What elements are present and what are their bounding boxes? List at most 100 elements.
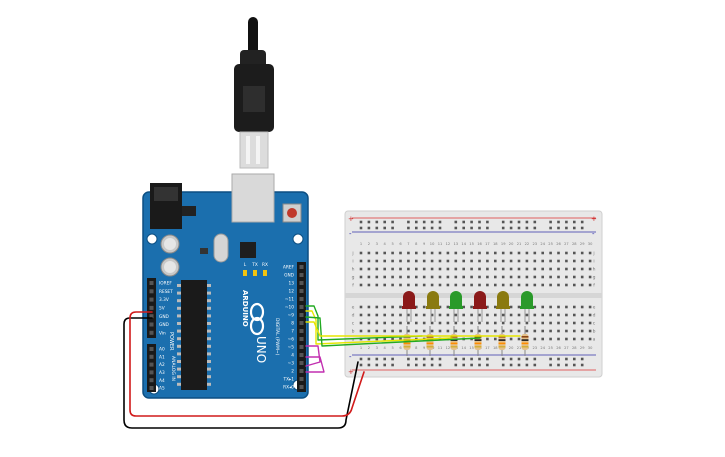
header-pin-hole[interactable] [149, 378, 154, 383]
breadboard-hole[interactable] [391, 305, 394, 309]
breadboard-hole[interactable] [383, 259, 386, 263]
breadboard-hole[interactable] [367, 321, 371, 325]
breadboard-hole[interactable] [367, 259, 371, 263]
breadboard-hole[interactable] [525, 251, 529, 255]
breadboard-hole[interactable] [486, 275, 489, 279]
breadboard-hole[interactable] [422, 321, 426, 325]
breadboard-hole[interactable] [415, 283, 418, 287]
header-pin-hole[interactable] [299, 297, 304, 301]
rail-hole[interactable] [375, 357, 379, 361]
breadboard-hole[interactable] [517, 313, 521, 317]
rail-hole[interactable] [478, 363, 481, 367]
breadboard-hole[interactable] [588, 275, 592, 279]
breadboard-hole[interactable] [478, 259, 481, 263]
breadboard-hole[interactable] [501, 283, 505, 287]
rail-hole[interactable] [359, 357, 363, 361]
usb-cable[interactable] [234, 17, 274, 169]
rail-hole[interactable] [438, 363, 442, 367]
breadboard-hole[interactable] [501, 267, 505, 271]
breadboard-hole[interactable] [367, 305, 371, 309]
breadboard-hole[interactable] [462, 313, 465, 317]
breadboard-hole[interactable] [446, 329, 450, 333]
rail-hole[interactable] [573, 226, 576, 230]
breadboard-hole[interactable] [422, 313, 426, 317]
breadboard-hole[interactable] [509, 259, 513, 263]
breadboard-hole[interactable] [383, 267, 386, 271]
rail-hole[interactable] [501, 363, 505, 367]
signal-wire-pin8[interactable] [305, 356, 325, 373]
breadboard-hole[interactable] [501, 251, 505, 255]
breadboard-hole[interactable] [501, 313, 505, 317]
breadboard-hole[interactable] [407, 313, 410, 317]
breadboard-hole[interactable] [557, 313, 560, 317]
breadboard-hole[interactable] [438, 321, 442, 325]
breadboard-hole[interactable] [557, 251, 560, 255]
rail-hole[interactable] [470, 357, 473, 361]
breadboard-hole[interactable] [509, 313, 513, 317]
breadboard-hole[interactable] [573, 329, 576, 333]
led-yellow[interactable] [496, 291, 510, 322]
header-pin-hole[interactable] [149, 289, 154, 294]
signal-wire-pin9[interactable] [305, 345, 321, 367]
breadboard-hole[interactable] [533, 313, 537, 317]
rail-hole[interactable] [533, 220, 537, 224]
breadboard-hole[interactable] [478, 313, 481, 317]
breadboard-hole[interactable] [446, 267, 450, 271]
breadboard-hole[interactable] [470, 313, 473, 317]
breadboard-hole[interactable] [494, 305, 497, 309]
led-group[interactable] [402, 291, 534, 322]
breadboard-hole[interactable] [399, 267, 402, 271]
breadboard-hole[interactable] [454, 329, 458, 333]
breadboard-hole[interactable] [525, 321, 529, 325]
rail-hole[interactable] [580, 220, 584, 224]
breadboard-hole[interactable] [541, 337, 544, 341]
breadboard-hole[interactable] [541, 329, 544, 333]
led-yellow[interactable] [426, 291, 440, 322]
breadboard-hole[interactable] [557, 337, 560, 341]
resistor[interactable] [498, 326, 506, 356]
breadboard-hole[interactable] [557, 321, 560, 325]
rail-hole[interactable] [517, 220, 521, 224]
breadboard-hole[interactable] [415, 329, 418, 333]
breadboard-hole[interactable] [359, 259, 363, 263]
breadboard-hole[interactable] [486, 305, 489, 309]
breadboard-hole[interactable] [375, 251, 379, 255]
breadboard-hole[interactable] [557, 275, 560, 279]
header-pin-hole[interactable] [299, 273, 304, 277]
breadboard-hole[interactable] [422, 283, 426, 287]
rail-hole[interactable] [580, 363, 584, 367]
header-pin-hole[interactable] [299, 265, 304, 269]
breadboard-hole[interactable] [359, 329, 363, 333]
rail-hole[interactable] [533, 226, 537, 230]
breadboard-hole[interactable] [573, 305, 576, 309]
rail-hole[interactable] [580, 226, 584, 230]
rail-hole[interactable] [580, 357, 584, 361]
breadboard-hole[interactable] [391, 337, 394, 341]
breadboard-hole[interactable] [383, 275, 386, 279]
breadboard-hole[interactable] [549, 337, 552, 341]
rail-hole[interactable] [573, 357, 576, 361]
header-pin-hole[interactable] [299, 313, 304, 317]
breadboard-hole[interactable] [470, 267, 473, 271]
rail-hole[interactable] [383, 363, 386, 367]
breadboard-hole[interactable] [454, 321, 458, 325]
breadboard-hole[interactable] [383, 313, 386, 317]
breadboard-hole[interactable] [399, 321, 402, 325]
breadboard-hole[interactable] [407, 259, 410, 263]
breadboard-hole[interactable] [565, 305, 568, 309]
breadboard-hole[interactable] [565, 259, 568, 263]
breadboard-hole[interactable] [391, 259, 394, 263]
rail-hole[interactable] [565, 357, 568, 361]
breadboard-hole[interactable] [549, 275, 552, 279]
rail-hole[interactable] [367, 226, 371, 230]
breadboard-hole[interactable] [438, 251, 442, 255]
header-pin-hole[interactable] [299, 369, 304, 373]
rail-hole[interactable] [565, 363, 568, 367]
rail-hole[interactable] [422, 363, 426, 367]
breadboard-hole[interactable] [549, 313, 552, 317]
breadboard-hole[interactable] [573, 313, 576, 317]
rail-hole[interactable] [509, 220, 513, 224]
resistor[interactable] [450, 326, 458, 356]
breadboard-hole[interactable] [509, 275, 513, 279]
breadboard-hole[interactable] [438, 313, 442, 317]
